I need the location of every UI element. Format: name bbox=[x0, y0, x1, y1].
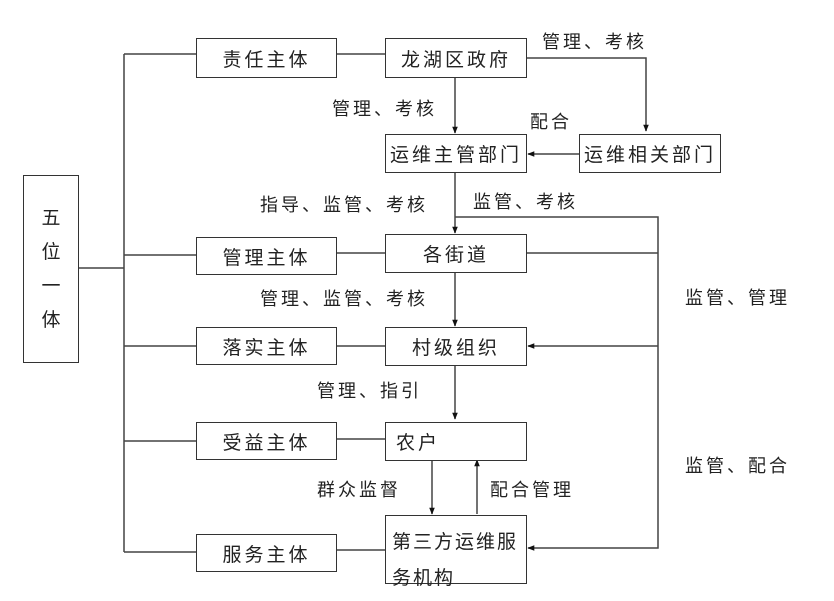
role-implementation: 落实主体 bbox=[196, 327, 337, 365]
root-char: 位 bbox=[41, 241, 61, 263]
entity-om-main-dept: 运维主管部门 bbox=[385, 134, 527, 173]
arrow-gov-to-related bbox=[526, 57, 649, 132]
edge-label-farmers-to-thirdparty: 群众监督 bbox=[317, 480, 401, 501]
edge-label-related-to-main: 配合 bbox=[530, 112, 572, 133]
edge-label-main-to-streets-left: 指导、监管、考核 bbox=[260, 195, 428, 216]
root-char: 体 bbox=[41, 309, 61, 331]
edge-label-gov-to-main: 管理、考核 bbox=[332, 99, 437, 120]
edge-label-right-loop-upper: 监管、管理 bbox=[685, 288, 790, 309]
role-beneficiary: 受益主体 bbox=[196, 422, 337, 460]
role-management: 管理主体 bbox=[196, 237, 337, 275]
entity-longhu-gov: 龙湖区政府 bbox=[385, 38, 527, 78]
edge-label-gov-to-related: 管理、考核 bbox=[542, 32, 647, 53]
edge-label-thirdparty-to-farmers: 配合管理 bbox=[490, 480, 574, 501]
edge-label-streets-to-village: 管理、监管、考核 bbox=[260, 289, 428, 310]
entity-streets: 各街道 bbox=[385, 234, 527, 273]
edge-label-main-to-streets-right: 监管、考核 bbox=[473, 192, 578, 213]
root-char: 五 bbox=[41, 207, 61, 229]
connector-right-loop bbox=[455, 216, 659, 551]
entity-om-related-dept: 运维相关部门 bbox=[579, 134, 721, 173]
role-responsibility: 责任主体 bbox=[196, 38, 337, 78]
role-service: 服务主体 bbox=[196, 534, 337, 572]
entity-village-org: 村级组织 bbox=[385, 327, 527, 366]
entity-farmers: 农户 bbox=[385, 422, 527, 461]
root-char: 一 bbox=[41, 275, 61, 297]
edge-label-right-loop-lower: 监管、配合 bbox=[685, 456, 790, 477]
root-box-five-in-one: 五 位 一 体 bbox=[23, 175, 79, 363]
edge-label-village-to-farmers: 管理、指引 bbox=[317, 381, 422, 402]
entity-third-party: 第三方运维服务机构 bbox=[385, 515, 527, 589]
